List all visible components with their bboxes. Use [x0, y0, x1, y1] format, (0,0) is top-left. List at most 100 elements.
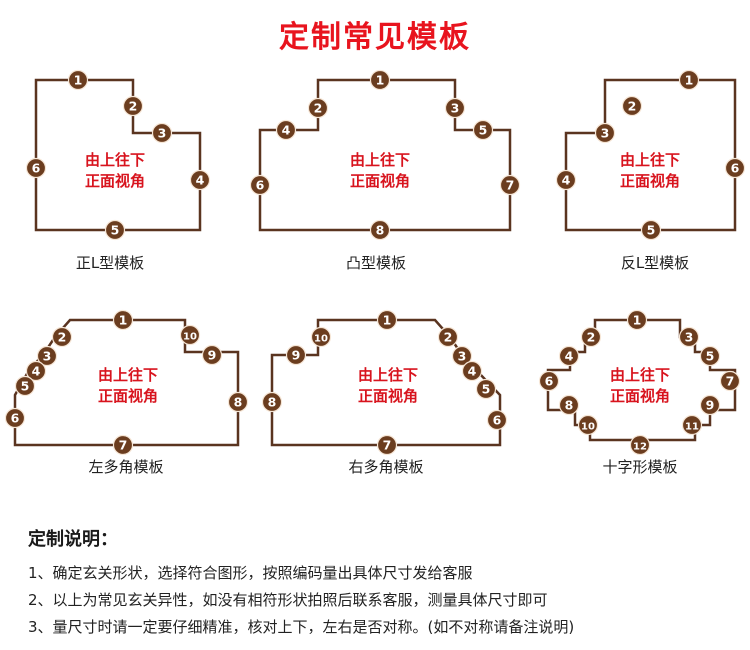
- edge-badge-2: 2: [621, 95, 643, 117]
- edge-badge-6: 6: [249, 174, 271, 196]
- edge-badge-9: 9: [699, 394, 721, 416]
- center-text-line-1: 由上往下: [98, 366, 158, 384]
- edge-badge-3: 3: [151, 122, 173, 144]
- svg-text:4: 4: [468, 364, 477, 379]
- edge-badge-2: 2: [51, 326, 73, 348]
- template-caption: 右多角模板: [348, 458, 423, 476]
- instructions-heading: 定制说明：: [28, 529, 118, 550]
- svg-text:9: 9: [292, 348, 301, 363]
- svg-text:7: 7: [726, 374, 735, 389]
- svg-text:2: 2: [58, 330, 67, 345]
- svg-text:8: 8: [565, 398, 574, 413]
- svg-text:10: 10: [314, 334, 328, 345]
- svg-text:6: 6: [545, 374, 554, 389]
- edge-badge-2: 2: [437, 326, 459, 348]
- edge-badge-6: 6: [538, 370, 560, 392]
- center-text-line-1: 由上往下: [358, 366, 418, 384]
- svg-text:5: 5: [647, 223, 656, 238]
- edge-badge-5: 5: [14, 375, 36, 397]
- edge-badge-4: 4: [275, 119, 297, 141]
- svg-text:4: 4: [196, 173, 205, 188]
- edge-badge-1: 1: [369, 69, 391, 91]
- edge-badge-4: 4: [555, 169, 577, 191]
- edge-badge-10: 10: [310, 326, 332, 348]
- svg-text:7: 7: [383, 438, 392, 453]
- svg-text:1: 1: [119, 313, 128, 328]
- svg-text:5: 5: [482, 382, 491, 397]
- svg-text:3: 3: [685, 330, 694, 345]
- edge-badge-6: 6: [25, 157, 47, 179]
- edge-badge-7: 7: [499, 174, 521, 196]
- template-caption: 凸型模板: [346, 254, 406, 272]
- svg-text:8: 8: [234, 395, 243, 410]
- center-text-line-2: 正面视角: [358, 387, 418, 405]
- svg-text:3: 3: [43, 349, 52, 364]
- instruction-line-2: 2、以上为常见玄关异性，如没有相符形状拍照后联系客服，测量具体尺寸即可: [28, 591, 548, 609]
- center-text-line-2: 正面视角: [350, 172, 410, 190]
- template-caption: 十字形模板: [602, 458, 677, 476]
- edge-badge-3: 3: [36, 345, 58, 367]
- instruction-line-1: 1、确定玄关形状，选择符合图形，按照编码量出具体尺寸发给客服: [28, 564, 473, 582]
- edge-badge-1: 1: [112, 309, 134, 331]
- edge-badge-10: 10: [179, 324, 201, 346]
- svg-text:3: 3: [451, 101, 460, 116]
- edge-badge-3: 3: [451, 345, 473, 367]
- svg-text:7: 7: [119, 438, 128, 453]
- svg-text:5: 5: [111, 223, 120, 238]
- svg-text:6: 6: [731, 161, 740, 176]
- svg-text:1: 1: [685, 73, 694, 88]
- edge-badge-5: 5: [472, 119, 494, 141]
- edge-badge-7: 7: [376, 434, 398, 456]
- template-outline: [34, 78, 202, 232]
- svg-text:6: 6: [256, 178, 265, 193]
- center-text-line-1: 由上往下: [85, 151, 145, 169]
- svg-text:11: 11: [685, 422, 699, 433]
- edge-badge-1: 1: [678, 69, 700, 91]
- edge-badge-6: 6: [4, 407, 26, 429]
- edge-badge-2: 2: [580, 326, 602, 348]
- edge-badge-8: 8: [227, 391, 249, 413]
- edge-badge-4: 4: [461, 360, 483, 382]
- svg-text:1: 1: [74, 73, 83, 88]
- edge-badge-5: 5: [640, 219, 662, 241]
- edge-badge-5: 5: [475, 378, 497, 400]
- center-text-line-1: 由上往下: [610, 366, 670, 384]
- svg-text:1: 1: [633, 313, 642, 328]
- center-text-line-2: 正面视角: [610, 387, 670, 405]
- edge-badge-6: 6: [486, 409, 508, 431]
- svg-text:2: 2: [444, 330, 453, 345]
- edge-badge-5: 5: [104, 219, 126, 241]
- svg-text:2: 2: [129, 99, 138, 114]
- edge-badge-8: 8: [369, 219, 391, 241]
- edge-badge-4: 4: [558, 345, 580, 367]
- svg-text:12: 12: [633, 442, 647, 453]
- svg-text:7: 7: [506, 178, 515, 193]
- edge-badge-8: 8: [261, 391, 283, 413]
- edge-badge-4: 4: [189, 169, 211, 191]
- svg-text:5: 5: [479, 123, 488, 138]
- svg-text:3: 3: [158, 126, 167, 141]
- svg-text:4: 4: [32, 364, 41, 379]
- center-text-line-2: 正面视角: [620, 172, 680, 190]
- template-caption: 正L型模板: [76, 254, 144, 272]
- svg-text:6: 6: [11, 411, 20, 426]
- template-caption: 左多角模板: [88, 458, 163, 476]
- edge-badge-5: 5: [699, 345, 721, 367]
- svg-text:5: 5: [706, 349, 715, 364]
- edge-badge-10: 10: [577, 414, 599, 436]
- svg-text:4: 4: [562, 173, 571, 188]
- center-text-line-2: 正面视角: [85, 172, 145, 190]
- edge-badge-1: 1: [376, 309, 398, 331]
- center-text-line-1: 由上往下: [620, 151, 680, 169]
- svg-text:9: 9: [706, 398, 715, 413]
- svg-text:8: 8: [376, 223, 385, 238]
- edge-badge-7: 7: [719, 370, 741, 392]
- svg-text:2: 2: [628, 99, 637, 114]
